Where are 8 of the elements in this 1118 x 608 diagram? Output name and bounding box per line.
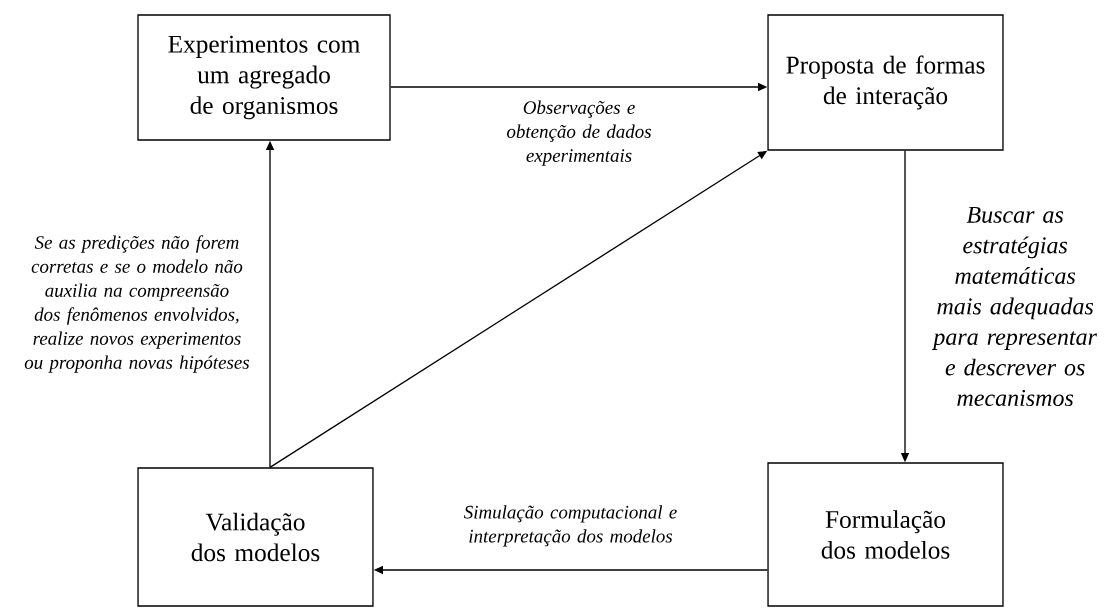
process-box: Validação dos modelos <box>137 467 374 607</box>
process-box: Proposta de formas de interação <box>767 14 1004 151</box>
edge-label: Observações e obtenção de dados experimentais <box>487 99 671 168</box>
edge-label: Buscar as estratégias matemáticas mais adequadas para representar e descrever os mecanismos <box>911 205 1118 408</box>
process-box: Formulação dos modelos <box>767 462 1004 607</box>
process-box: Experimentos com um agregado de organismos <box>137 14 391 141</box>
edge-label: Se as predições não forem corretas e se o modelo não auxilia na compreensão dos fenômenos envolvidos, realize novos experimentos ou proponha novas hipóteses <box>8 234 266 375</box>
edge-label: Simulação computacional e interpretação dos modelos <box>461 503 680 548</box>
